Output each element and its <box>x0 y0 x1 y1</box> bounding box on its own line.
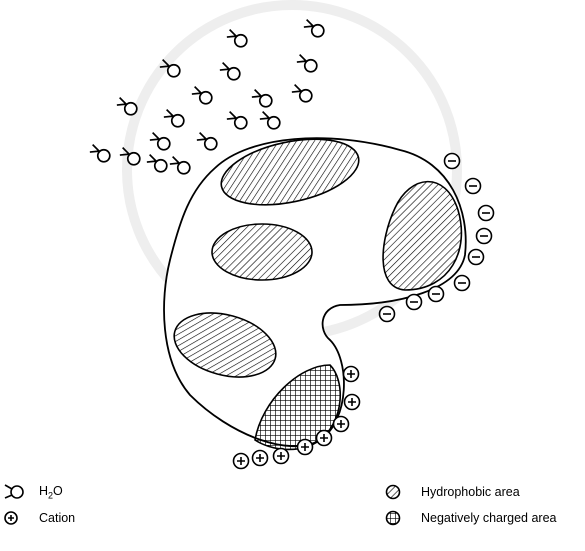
legend-negative-label: Negatively charged area <box>421 511 557 525</box>
water-molecule <box>147 155 167 172</box>
water-molecule-icon <box>3 482 25 502</box>
water-molecule <box>220 63 240 80</box>
water-molecule <box>227 112 247 129</box>
hatched-circle-icon <box>385 482 407 502</box>
anion <box>477 229 492 244</box>
anion <box>445 154 460 169</box>
water-molecule <box>150 133 170 150</box>
cation <box>253 451 268 466</box>
water-molecule <box>260 112 280 129</box>
anion <box>479 206 494 221</box>
water-molecule <box>304 20 324 37</box>
cation <box>334 417 349 432</box>
cation <box>234 454 249 469</box>
water-molecule <box>170 157 190 174</box>
plus-circle-icon <box>3 508 25 528</box>
water-molecule <box>117 98 137 115</box>
legend-hydrophobic-label: Hydrophobic area <box>421 485 520 499</box>
anion <box>429 287 444 302</box>
legend-negative-charged: Negatively charged area <box>385 508 557 528</box>
water-molecule <box>297 55 317 72</box>
legend-hydrophobic: Hydrophobic area <box>385 482 520 502</box>
water-molecule <box>197 133 217 150</box>
legend-cation: Cation <box>3 508 75 528</box>
water-molecule <box>90 145 110 162</box>
water-molecule <box>252 90 272 107</box>
anion <box>407 295 422 310</box>
water-molecule <box>192 87 212 104</box>
cation <box>344 367 359 382</box>
cation <box>298 440 313 455</box>
cation <box>274 449 289 464</box>
water-molecule <box>292 85 312 102</box>
anion <box>380 307 395 322</box>
water-molecule <box>227 30 247 47</box>
anion <box>466 179 481 194</box>
cation <box>317 431 332 446</box>
water-molecule <box>164 110 184 127</box>
cation <box>345 395 360 410</box>
anion <box>469 250 484 265</box>
crosshatched-circle-icon <box>385 508 407 528</box>
anion <box>455 276 470 291</box>
legend-cation-label: Cation <box>39 511 75 525</box>
hydrophobic-patch-center <box>212 224 312 280</box>
legend-water-label: H2O <box>39 484 63 501</box>
legend-water: H2O <box>3 482 63 502</box>
